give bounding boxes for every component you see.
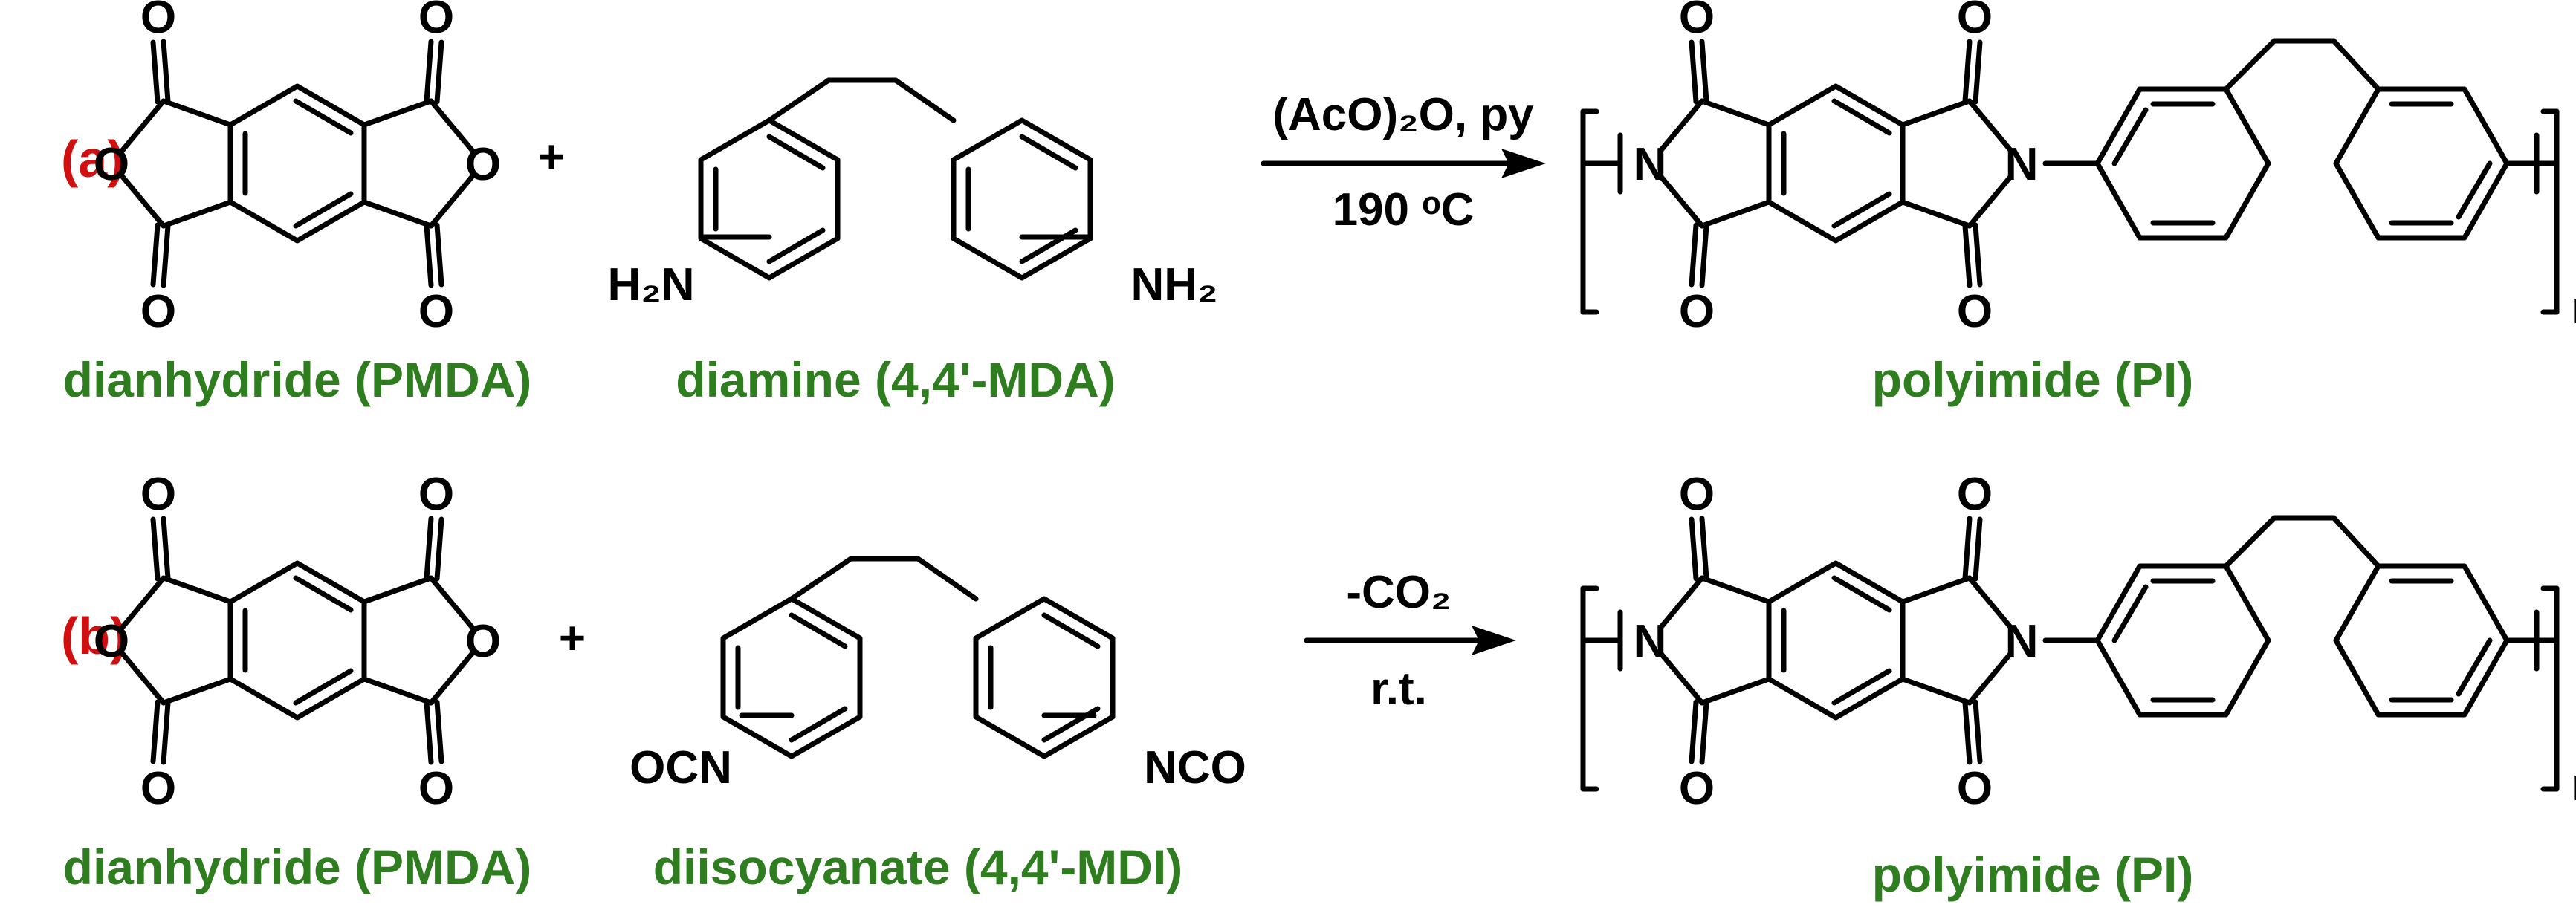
pmda-structure — [94, 0, 501, 337]
plus-sign: + — [538, 131, 565, 183]
product-name: polyimide (PI) — [1872, 847, 2194, 902]
mdi-structure: OCN NCO — [630, 559, 1246, 793]
condition-below: 190 ᵒC — [1333, 184, 1475, 236]
scheme-a: (a) + H₂N NH₂ dianhydride (PMDA) diamine… — [61, 0, 2576, 407]
product-name: polyimide (PI) — [1872, 352, 2194, 407]
reaction-arrow — [1304, 626, 1516, 655]
condition-below: r.t. — [1370, 663, 1427, 715]
isocyanate-right: NCO — [1144, 742, 1246, 793]
reactant1-name: dianhydride (PMDA) — [63, 352, 532, 407]
reactant1-name: dianhydride (PMDA) — [63, 840, 532, 894]
condition-above: -CO₂ — [1346, 567, 1451, 618]
amine-right: NH₂ — [1130, 259, 1217, 311]
scheme-b: (b) + OCN NCO dianhydride (PMDA) diisocy… — [61, 469, 2576, 902]
reactant2-name: diisocyanate (4,4'-MDI) — [653, 840, 1183, 894]
reaction-arrow — [1261, 149, 1546, 178]
polyimide-structure — [1583, 469, 2576, 814]
plus-sign: + — [559, 613, 586, 664]
isocyanate-left: OCN — [630, 742, 732, 793]
polyimide-structure — [1583, 0, 2576, 337]
reactant2-name: diamine (4,4'-MDA) — [676, 352, 1115, 407]
condition-above: (AcO)₂O, py — [1272, 89, 1534, 140]
pmda-structure — [94, 469, 501, 814]
amine-left: H₂N — [607, 259, 694, 311]
mda-structure: H₂N NH₂ — [607, 80, 1218, 311]
